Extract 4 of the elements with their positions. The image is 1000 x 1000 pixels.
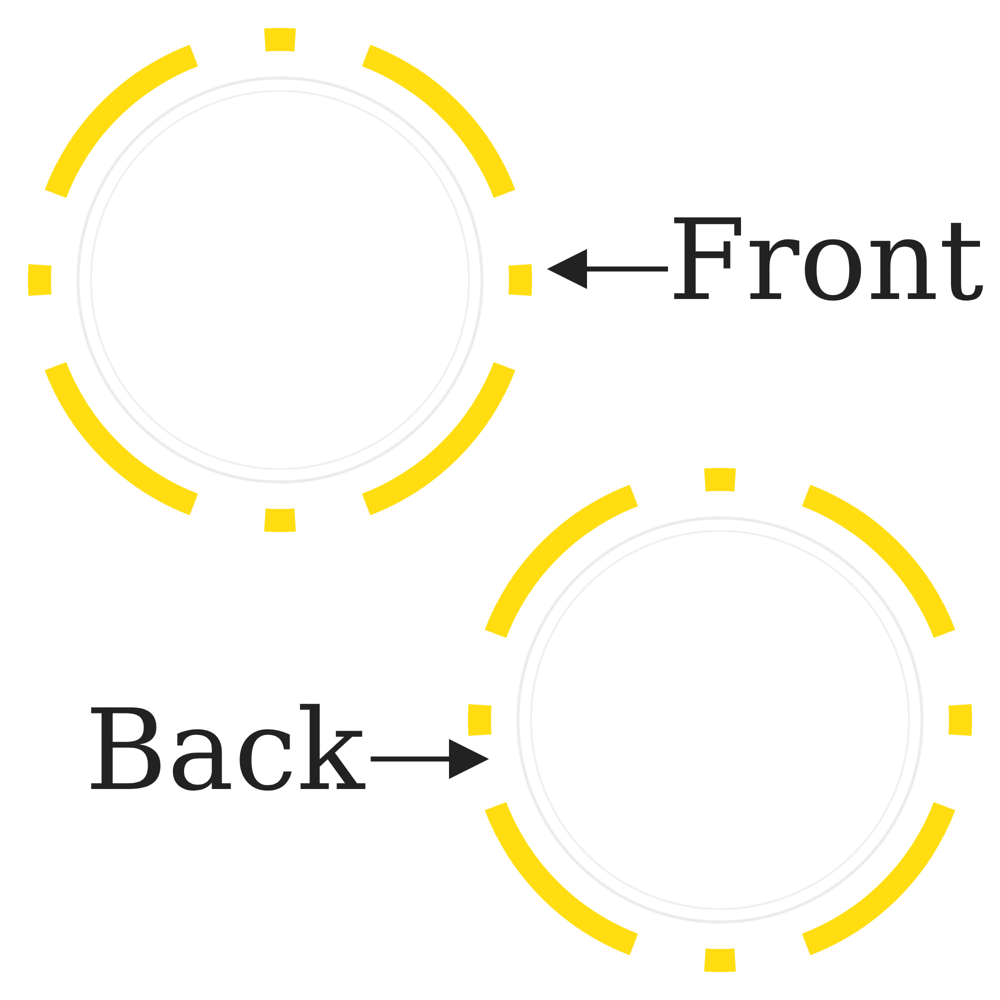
arrow: [547, 249, 668, 289]
heading-label: Back: [85, 695, 365, 807]
heading-label: Front: [668, 205, 984, 317]
arrow: [370, 739, 489, 779]
